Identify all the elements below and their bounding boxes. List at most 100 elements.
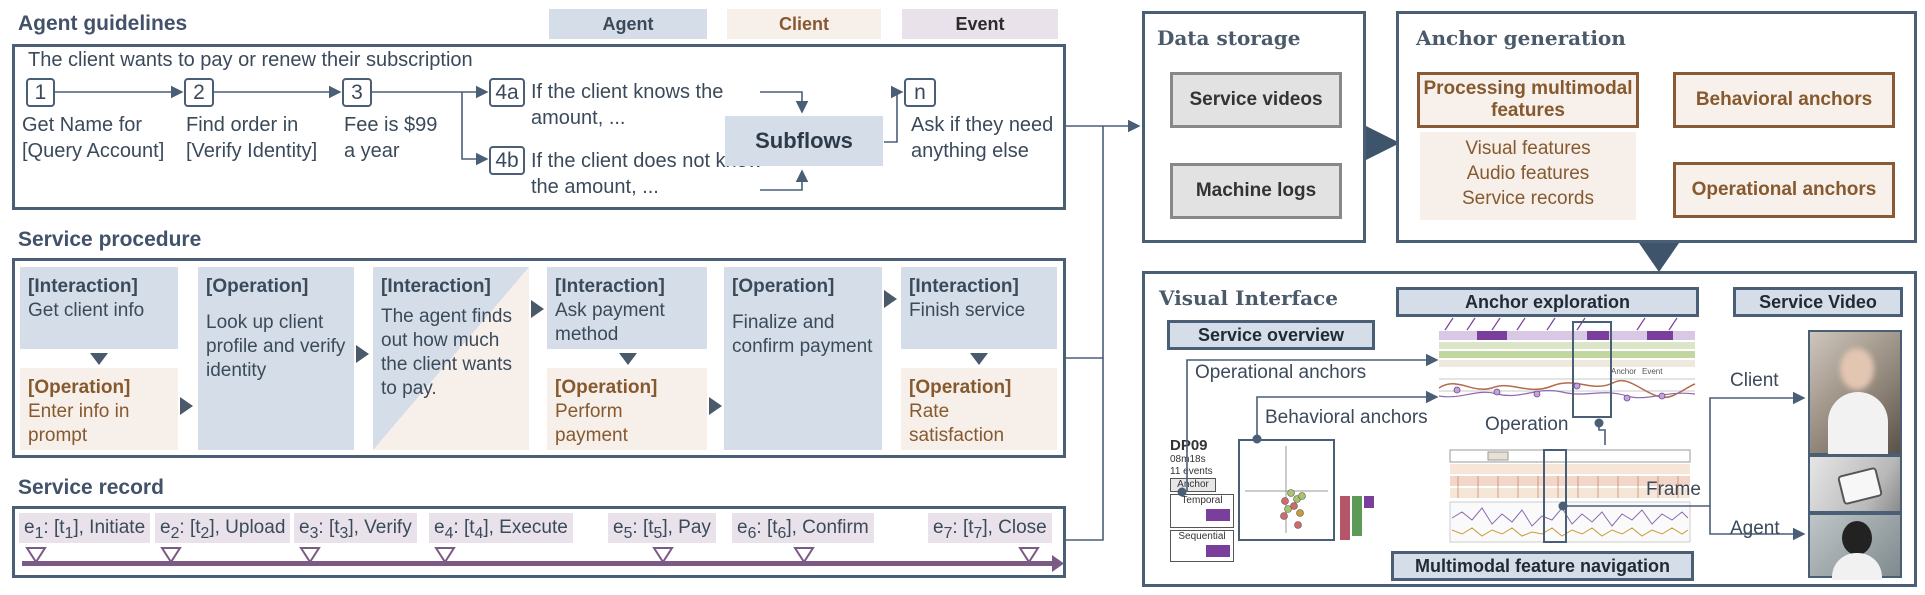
- step-2-text: Find order in [Verify Identity]: [186, 114, 318, 162]
- person-icon: [1828, 392, 1888, 454]
- step-1-badge: 1: [26, 78, 55, 107]
- svg-text:Anchor: Anchor: [1611, 367, 1637, 376]
- dp-events: 11 events: [1170, 466, 1213, 477]
- card-text: Look up client profile and verify identi…: [206, 312, 346, 381]
- card-text: The agent finds out how much the client …: [381, 306, 512, 399]
- features-box: Visual features Audio features Service r…: [1420, 132, 1636, 220]
- step-4a-text: If the client knows the amount, ...: [531, 81, 724, 129]
- feature-records: Service records: [1462, 188, 1594, 209]
- guidelines-intro: The client wants to pay or renew their s…: [28, 49, 473, 71]
- scatter-plot: [1245, 446, 1328, 533]
- service-overview-header: Service overview: [1167, 320, 1375, 350]
- dp-sequential: Sequential: [1178, 531, 1226, 542]
- card-tag: [Interaction]: [555, 276, 665, 297]
- event-tag-6: e6: [t6], Confirm: [732, 513, 874, 543]
- scatter-node: [1252, 434, 1262, 444]
- tablet-video-frame[interactable]: [1808, 455, 1902, 513]
- procedure-card-get-client-info: [Interaction]Get client info: [20, 267, 178, 349]
- card-tag: [Interaction]: [381, 276, 491, 297]
- dp-card: DP09 08m18s 11 events Anchor Temporal Se…: [1170, 437, 1234, 562]
- card-text: Ask payment method: [555, 300, 665, 345]
- record-title: Service record: [18, 476, 164, 499]
- feature-navigation-view[interactable]: [1448, 448, 1694, 545]
- procedure-card-perform-payment: [Operation]Perform payment: [547, 368, 707, 450]
- timeline-bar: [22, 561, 1052, 566]
- procedure-card-finish: [Interaction] Finish service: [901, 267, 1057, 349]
- behavioral-anchors-label: Behavioral anchors: [1265, 407, 1428, 428]
- frame-node: [1558, 501, 1568, 511]
- procedure-card-ask-payment: [Interaction] Ask payment method: [547, 267, 707, 349]
- event-tag-1: e1: [t1], Initiate: [19, 513, 151, 543]
- processing-box: Processing multimodal features: [1417, 72, 1639, 128]
- arrow-right-icon: [884, 290, 897, 308]
- card-tag: [Operation]: [732, 276, 835, 297]
- client-video-frame[interactable]: [1808, 330, 1902, 455]
- event-marker-7: [1018, 547, 1040, 564]
- sequential-swatch: [1206, 545, 1230, 557]
- step-n-text: Ask if they need anything else: [911, 114, 1054, 162]
- arrow-down-icon: [619, 353, 637, 365]
- event-marker-5: [652, 547, 674, 564]
- procedure-card-enter-info: [Operation] Enter info in prompt: [20, 368, 178, 450]
- card-text: Perform payment: [555, 401, 628, 446]
- machine-logs-box: Machine logs: [1170, 163, 1342, 219]
- feature-audio: Audio features: [1466, 163, 1590, 184]
- blurred-face-icon: [1840, 348, 1874, 390]
- card-tag: [Interaction]: [909, 276, 1019, 297]
- procedure-title: Service procedure: [18, 228, 202, 251]
- scatter-view[interactable]: [1238, 439, 1335, 541]
- legend-client: Client: [727, 9, 881, 39]
- anchor-title: Anchor generation: [1416, 26, 1626, 50]
- mini-bars: [1340, 496, 1374, 540]
- subflows-box: Subflows: [725, 116, 883, 166]
- temporal-swatch: [1206, 509, 1230, 521]
- dp-temporal: Temporal: [1181, 495, 1223, 506]
- arrow-right-icon: [180, 397, 193, 415]
- step-4b-text: If the client does not know the amount, …: [531, 150, 763, 198]
- card-text: Enter info in prompt: [28, 401, 130, 446]
- event-marker-4: [434, 547, 456, 564]
- visual-interface-title: Visual Interface: [1159, 286, 1338, 310]
- guidelines-title: Agent guidelines: [18, 12, 188, 35]
- event-marker-1: [25, 547, 47, 564]
- feature-navigation-header: Multimodal feature navigation: [1391, 551, 1694, 581]
- dp-id: DP09: [1170, 437, 1208, 454]
- card-tag: [Operation]: [909, 377, 1012, 398]
- step-3-badge: 3: [342, 78, 372, 107]
- card-text: Get client info: [28, 300, 145, 321]
- guidelines-panel: [12, 44, 1066, 210]
- card-text: Finalize and confirm payment: [732, 312, 873, 357]
- client-label: Client: [1730, 370, 1779, 391]
- anchor-exploration-view[interactable]: Anchor Event: [1437, 316, 1699, 434]
- arrow-down-icon: [90, 353, 108, 365]
- legend-event: Event: [902, 9, 1058, 39]
- event-marker-3: [299, 547, 321, 564]
- agent-video-frame[interactable]: [1808, 513, 1902, 580]
- service-video-header: Service Video: [1733, 287, 1903, 317]
- operational-anchors-box: Operational anchors: [1673, 162, 1895, 218]
- arrow-right-icon: [356, 345, 369, 363]
- procedure-card-rate: [Operation]Rate satisfaction: [901, 368, 1057, 450]
- service-videos-box: Service videos: [1170, 72, 1342, 128]
- frame-label: Frame: [1646, 479, 1701, 500]
- operational-anchors-label: Operational anchors: [1195, 362, 1367, 383]
- blurred-face-icon: [1842, 521, 1872, 555]
- procedure-card-find-amount: [Interaction] The agent finds out how muc…: [373, 267, 529, 450]
- timeline-arrow-icon: [1052, 555, 1064, 572]
- card-text: Finish service: [909, 300, 1026, 321]
- feature-visual: Visual features: [1465, 138, 1591, 159]
- anchor-to-interface-arrow-icon: [1639, 243, 1679, 272]
- arrow-right-icon: [709, 397, 722, 415]
- event-tag-5: e5: [t5], Pay: [608, 513, 716, 543]
- card-tag: [Operation]: [206, 276, 309, 297]
- event-tag-4: e4: [t4], Execute: [429, 513, 573, 543]
- svg-text:Event: Event: [1642, 367, 1663, 376]
- card-tag: [Operation]: [28, 377, 131, 398]
- dp-sequential-box: Sequential: [1170, 530, 1234, 562]
- procedure-card-look-up: [Operation] Look up client profile and ve…: [198, 267, 354, 450]
- step-4a-badge: 4a: [489, 78, 525, 107]
- arrow-right-icon: [531, 300, 544, 318]
